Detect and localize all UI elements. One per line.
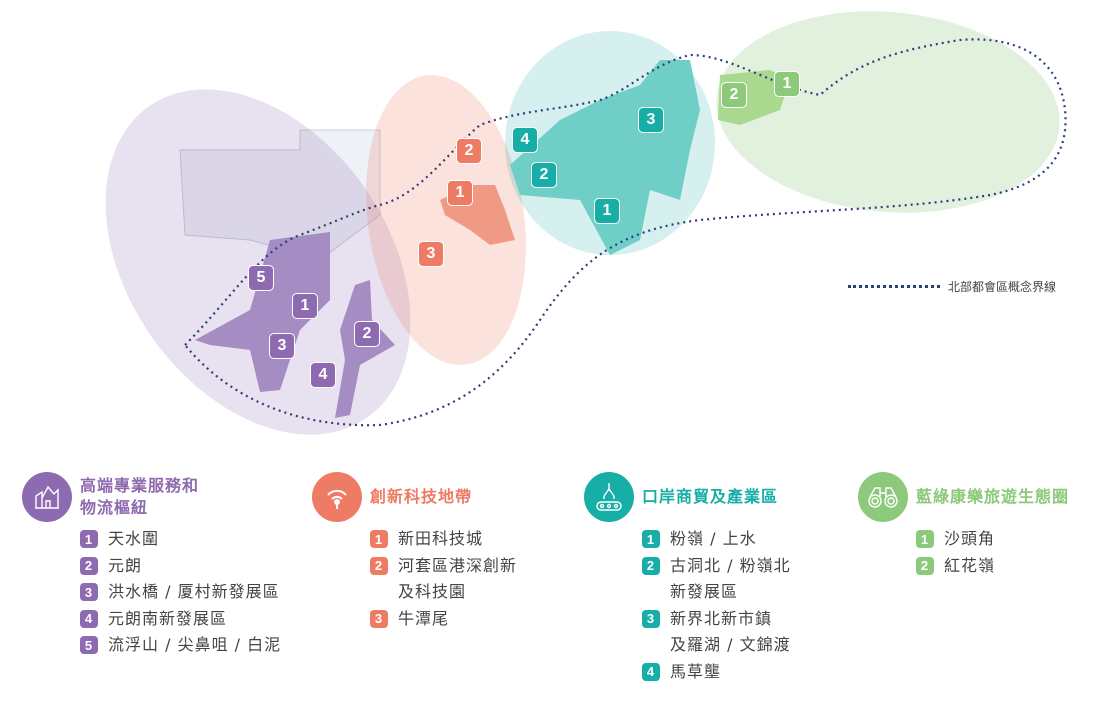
binoculars-icon — [858, 472, 908, 522]
map-marker-teal-1[interactable]: 1 — [594, 198, 620, 224]
item-number: 1 — [916, 530, 934, 548]
group-title: 創新科技地帶 — [370, 487, 473, 506]
northern-metropolis-map — [105, 11, 1067, 435]
list-item: 1 粉嶺 / 上水 — [642, 526, 791, 553]
item-label: 古洞北 / 粉嶺北 — [670, 555, 791, 575]
boundary-line-swatch — [848, 285, 940, 288]
map-marker-purple-5[interactable]: 5 — [248, 265, 274, 291]
item-label: 天水圍 — [108, 529, 160, 548]
item-number: 3 — [80, 583, 98, 601]
item-number: 4 — [642, 662, 660, 681]
item-label: 沙頭角 — [944, 529, 996, 548]
northern-metropolis-boundary — [183, 38, 1067, 427]
group-title: 高端專業服務和 — [80, 476, 200, 495]
legend-group-boundary-commerce: 口岸商貿及產業區 1 粉嶺 / 上水 2 古洞北 / 粉嶺北新發展區 3 新界北新市鎮… — [584, 472, 791, 685]
item-number: 3 — [370, 609, 388, 628]
conveyor-robot-arm-icon — [584, 472, 634, 522]
map-marker-purple-3[interactable]: 3 — [269, 333, 295, 359]
item-number: 2 — [80, 556, 98, 575]
item-label: 洪水橋 / 厦村新發展區 — [108, 582, 280, 601]
list-item: 4 元朗南新發展區 — [80, 606, 281, 633]
item-label-line2: 及科技園 — [398, 582, 467, 601]
item-number: 2 — [642, 556, 660, 575]
shenzhen-landmass — [179, 129, 381, 261]
item-label: 元朗 — [108, 555, 143, 575]
map-marker-teal-3[interactable]: 3 — [638, 107, 664, 133]
item-label: 新田科技城 — [398, 529, 484, 548]
item-number: 2 — [370, 556, 388, 575]
map-marker-green-2[interactable]: 2 — [721, 82, 747, 108]
group-title: 藍綠康樂旅遊生態圈 — [916, 487, 1070, 506]
map-marker-green-1[interactable]: 1 — [774, 71, 800, 97]
item-label: 元朗南新發展區 — [108, 608, 228, 628]
item-number: 1 — [80, 530, 98, 548]
item-number: 1 — [370, 530, 388, 548]
item-label: 牛潭尾 — [398, 608, 450, 628]
item-number: 2 — [916, 556, 934, 575]
item-label: 新界北新市鎮 — [670, 608, 773, 628]
map-marker-purple-4[interactable]: 4 — [310, 362, 336, 388]
group-title: 口岸商貿及產業區 — [642, 487, 779, 506]
map-marker-teal-2[interactable]: 2 — [531, 162, 557, 188]
group-title-line2: 物流樞紐 — [80, 498, 149, 517]
legend-group-professional-services: 高端專業服務和 物流樞紐 1 天水圍 2 元朗 3 洪水橋 / 厦村新發展區 4 元朗南… — [22, 472, 281, 659]
item-label-line2: 及羅湖 / 文錦渡 — [670, 635, 791, 654]
list-item: 2 元朗 — [80, 553, 281, 580]
item-number: 5 — [80, 636, 98, 654]
list-item: 2 河套區港深創新及科技園 — [370, 553, 517, 606]
list-item: 1 沙頭角 — [916, 526, 1069, 553]
list-item: 2 紅花嶺 — [916, 553, 1069, 580]
map-marker-orange-3[interactable]: 3 — [418, 241, 444, 267]
map-marker-orange-1[interactable]: 1 — [447, 180, 473, 206]
district-purple — [195, 232, 395, 418]
list-item: 4 馬草壟 — [642, 659, 791, 686]
zone-ellipse-green — [716, 11, 1060, 213]
building-icon — [22, 472, 72, 522]
item-label: 紅花嶺 — [944, 555, 996, 575]
legend-group-innovation-technology: 創新科技地帶 1 新田科技城 2 河套區港深創新及科技園 3 牛潭尾 — [312, 472, 517, 632]
map-marker-purple-1[interactable]: 1 — [292, 293, 318, 319]
wireless-signal-icon — [312, 472, 362, 522]
map-marker-purple-2[interactable]: 2 — [354, 321, 380, 347]
list-item: 3 洪水橋 / 厦村新發展區 — [80, 579, 281, 606]
list-item: 2 古洞北 / 粉嶺北新發展區 — [642, 553, 791, 606]
item-label: 馬草壟 — [670, 661, 722, 681]
map-marker-orange-2[interactable]: 2 — [456, 138, 482, 164]
item-number: 3 — [642, 609, 660, 628]
item-label: 河套區港深創新 — [398, 555, 518, 575]
item-number: 1 — [642, 530, 660, 548]
item-number: 4 — [80, 609, 98, 628]
item-label: 流浮山 / 尖鼻咀 / 白泥 — [108, 635, 282, 654]
item-label-line2: 新發展區 — [670, 582, 739, 601]
legend-group-blue-green-recreation: 藍綠康樂旅遊生態圈 1 沙頭角 2 紅花嶺 — [858, 472, 1069, 579]
item-label: 粉嶺 / 上水 — [670, 529, 757, 548]
zone-ellipse-purple — [105, 89, 411, 435]
map-marker-teal-4[interactable]: 4 — [512, 127, 538, 153]
list-item: 3 新界北新市鎮及羅湖 / 文錦渡 — [642, 606, 791, 659]
list-item: 3 牛潭尾 — [370, 606, 517, 633]
list-item: 1 天水圍 — [80, 526, 281, 553]
list-item: 1 新田科技城 — [370, 526, 517, 553]
map-key-label: 北部都會區概念界線 — [948, 280, 1057, 294]
list-item: 5 流浮山 / 尖鼻咀 / 白泥 — [80, 632, 281, 659]
map-key: 北部都會區概念界線 — [848, 278, 1056, 295]
zone-ellipse-orange — [366, 75, 526, 365]
